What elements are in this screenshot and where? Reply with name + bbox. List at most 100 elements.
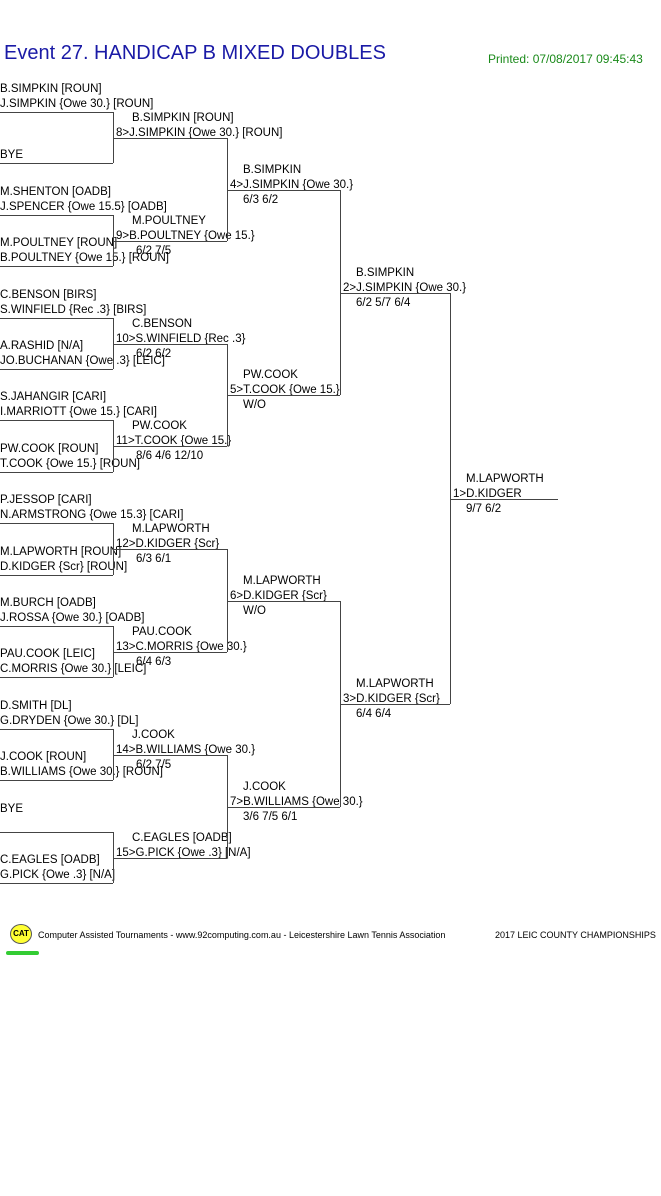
round1-player-a: M.LAPWORTH [ROUN] <box>0 545 122 558</box>
round3-winner-b: 6>D.KIDGER {Scr} <box>230 590 327 602</box>
round2-line <box>113 858 227 859</box>
champion-a: M.LAPWORTH <box>466 473 544 485</box>
round2-winner-b: 12>D.KIDGER {Scr} <box>116 538 220 550</box>
round2-line <box>113 549 227 550</box>
round1-player-a: PAU.COOK [LEIC] <box>0 648 96 661</box>
round2-winner-b: 13>C.MORRIS {Owe 30.} <box>116 641 247 653</box>
round3-line <box>227 601 340 602</box>
round2-score: 6/3 6/1 <box>136 553 172 565</box>
round1-player-a: D.SMITH [DL] <box>0 699 72 712</box>
round3-line <box>227 807 340 808</box>
round2-winner-a: M.LAPWORTH <box>132 523 210 535</box>
round4-connector <box>450 293 451 704</box>
round1-player-b: B.POULTNEY {Owe 15.} [ROUN] <box>0 252 169 265</box>
printed-timestamp: Printed: 07/08/2017 09:45:43 <box>488 52 643 66</box>
round1-player-b: C.MORRIS {Owe 30.} [LEIC] <box>0 663 147 676</box>
round1-player-b: J.ROSSA {Owe 30.} [OADB] <box>0 612 145 624</box>
round2-score: 8/6 4/6 12/10 <box>136 450 204 462</box>
round1-player-b: BYE <box>0 149 24 162</box>
round2-score: 6/2 7/5 <box>136 245 172 257</box>
round2-winner-b: 8>J.SIMPKIN {Owe 30.} [ROUN] <box>116 127 283 139</box>
round1-connector <box>113 729 114 780</box>
round1-player-a: C.BENSON [BIRS] <box>0 288 97 301</box>
round1-line <box>0 472 113 473</box>
round2-line <box>113 138 227 139</box>
round2-winner-a: C.EAGLES [OADB] <box>132 832 232 844</box>
round1-line <box>0 677 113 678</box>
round3-winner-b: 5>T.COOK {Owe 15.} <box>230 384 340 396</box>
round2-score: 6/2 7/5 <box>136 759 172 771</box>
round1-line <box>0 832 113 833</box>
round3-score: W/O <box>243 399 266 411</box>
round1-line <box>0 369 113 370</box>
round1-player-b: G.DRYDEN {Owe 30.} [DL] <box>0 714 139 727</box>
round2-winner-b: 9>B.POULTNEY {Owe 15.} <box>116 230 255 242</box>
round1-player-b: T.COOK {Owe 15.} [ROUN] <box>0 457 140 470</box>
round2-line <box>113 652 227 653</box>
round2-score: 6/2 6/2 <box>136 348 172 360</box>
round2-winner-b: 14>B.WILLIAMS {Owe 30.} <box>116 744 256 756</box>
round1-line <box>0 729 113 730</box>
round3-winner-b: 4>J.SIMPKIN {Owe 30.} <box>230 179 354 191</box>
round1-player-b: B.WILLIAMS {Owe 30.} [ROUN] <box>0 766 163 779</box>
round1-player-a: M.POULTNEY [ROUN] <box>0 237 118 250</box>
round3-connector <box>340 190 341 395</box>
round2-connector <box>227 138 228 241</box>
footer-championship: 2017 LEIC COUNTY CHAMPIONSHIPS <box>495 930 656 940</box>
round1-connector <box>113 832 114 883</box>
round1-player-a: S.JAHANGIR [CARI] <box>0 391 107 404</box>
round2-connector <box>227 755 228 858</box>
round4-score: 6/4 6/4 <box>356 708 392 720</box>
round3-score: W/O <box>243 605 266 617</box>
round1-line <box>0 780 113 781</box>
round4-winner-b: 3>D.KIDGER {Scr} <box>343 693 440 705</box>
event-title: Event 27. HANDICAP B MIXED DOUBLES <box>4 42 386 64</box>
round1-connector <box>113 215 114 266</box>
cat-logo-icon: CAT <box>10 924 32 944</box>
round1-player-b: J.SIMPKIN {Owe 30.} [ROUN] <box>0 98 154 110</box>
round2-score: 6/4 6/3 <box>136 656 172 668</box>
round2-winner-b: 11>T.COOK {Owe 15.} <box>116 435 232 447</box>
round2-winner-a: PW.COOK <box>132 420 187 432</box>
final-line <box>450 499 558 500</box>
round1-connector <box>113 112 114 163</box>
round2-winner-a: PAU.COOK <box>132 626 192 638</box>
round1-player-a: M.SHENTON [OADB] <box>0 185 111 198</box>
round2-winner-a: M.POULTNEY <box>132 215 206 227</box>
round1-line <box>0 112 113 113</box>
round2-line <box>113 241 227 242</box>
round1-player-b: G.PICK {Owe .3} [N/A] <box>0 869 116 881</box>
round2-winner-a: B.SIMPKIN [ROUN] <box>132 112 234 124</box>
round1-player-b: J.SPENCER {Owe 15.5} [OADB] <box>0 200 167 213</box>
round4-score: 6/2 5/7 6/4 <box>356 297 411 309</box>
round1-line <box>0 266 113 267</box>
round1-player-a: J.COOK [ROUN] <box>0 751 87 764</box>
round4-line <box>340 293 450 294</box>
round1-line <box>0 318 113 319</box>
round2-winner-a: J.COOK <box>132 729 175 741</box>
round1-player-b: JO.BUCHANAN {Owe .3} [LEIC] <box>0 355 165 367</box>
round1-player-a: C.EAGLES [OADB] <box>0 854 100 866</box>
round2-connector <box>227 549 228 652</box>
round3-winner-b: 7>B.WILLIAMS {Owe 30.} <box>230 796 363 808</box>
footer-credits: Computer Assisted Tournaments - www.92co… <box>38 930 446 940</box>
round1-player-b: S.WINFIELD {Rec .3} [BIRS] <box>0 303 147 316</box>
round4-winner-b: 2>J.SIMPKIN {Owe 30.} <box>343 282 467 294</box>
round1-player-a: P.JESSOP [CARI] <box>0 494 92 507</box>
round1-player-b: I.MARRIOTT {Owe 15.} [CARI] <box>0 406 157 419</box>
round4-line <box>340 704 450 705</box>
round2-winner-b: 15>G.PICK {Owe .3} [N/A] <box>116 847 251 859</box>
round3-line <box>227 190 340 191</box>
round3-score: 6/3 6/2 <box>243 194 279 206</box>
round3-winner-a: J.COOK <box>243 781 286 793</box>
round1-line <box>0 163 113 164</box>
round2-line <box>113 446 227 447</box>
round2-line <box>113 755 227 756</box>
round2-line <box>113 344 227 345</box>
round1-line <box>0 883 113 884</box>
round1-line <box>0 626 113 627</box>
round1-player-b: D.KIDGER {Scr} [ROUN] <box>0 560 128 573</box>
champion-b: 1>D.KIDGER <box>453 488 522 500</box>
round1-connector <box>113 626 114 677</box>
round1-line <box>0 215 113 216</box>
